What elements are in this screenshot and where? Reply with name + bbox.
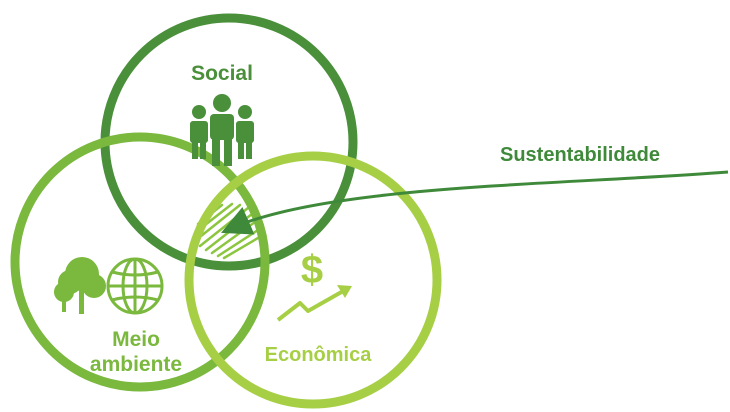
environment-circle [10,132,270,392]
svg-text:$: $ [301,248,323,292]
economic-label: Econômica [265,344,373,366]
economic-circle [184,151,442,409]
sustainability-label: Sustentabilidade [500,144,660,166]
social-label: Social [191,62,253,85]
environment-label-line1: Meio [112,328,160,351]
dollar-growth-icon: $ [276,248,352,322]
globe-icon [106,257,164,315]
trees-icon [54,257,106,314]
environment-label-line2: ambiente [90,353,182,376]
sustainability-arrow [221,170,729,235]
people-group-icon [190,94,254,166]
